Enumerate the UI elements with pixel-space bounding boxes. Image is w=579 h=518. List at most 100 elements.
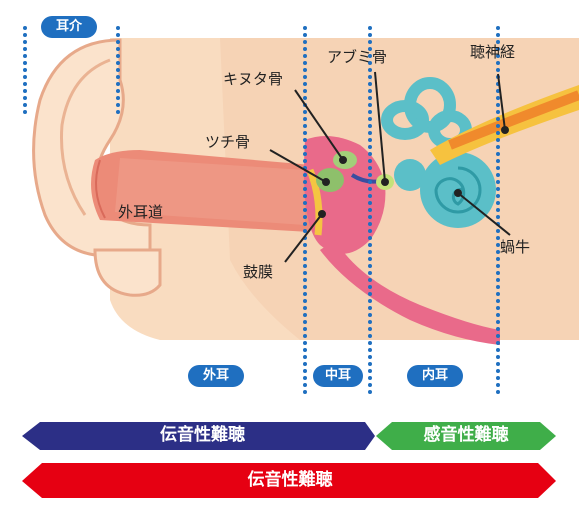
divider-dot (23, 26, 27, 30)
divider-dot (368, 40, 372, 44)
divider-dot (303, 250, 307, 254)
divider-dot (496, 68, 500, 72)
divider-dot (368, 124, 372, 128)
divider-dot (303, 320, 307, 324)
divider-dot (303, 180, 307, 184)
divider-dot (303, 327, 307, 331)
ear-canal-inner (115, 158, 305, 225)
divider-dot (303, 229, 307, 233)
divider-dot (496, 159, 500, 163)
divider-dot (116, 47, 120, 51)
divider-dot (496, 61, 500, 65)
label-auditory-nerve: 聴神経 (470, 43, 516, 61)
divider-dot (496, 180, 500, 184)
divider-dot (496, 376, 500, 380)
divider-dot (23, 33, 27, 37)
divider-dot (368, 208, 372, 212)
leader-stapes (374, 71, 386, 183)
divider-dot (116, 103, 120, 107)
divider-dot (303, 131, 307, 135)
divider-dot (496, 257, 500, 261)
divider-dot (303, 201, 307, 205)
label-malleus: ツチ骨 (205, 133, 251, 151)
divider-middle-right (368, 26, 372, 394)
divider-dot (368, 278, 372, 282)
divider-dot (368, 355, 372, 359)
divider-dot (303, 313, 307, 317)
divider-dot (368, 285, 372, 289)
pill-inner-ear: 内耳 (407, 365, 463, 387)
arrow-sensorineural-label: 感音性難聴 (423, 425, 509, 445)
divider-dot (368, 117, 372, 121)
divider-dot (368, 159, 372, 163)
divider-dot (303, 215, 307, 219)
divider-dot (368, 96, 372, 100)
divider-dot (496, 348, 500, 352)
divider-dot (368, 103, 372, 107)
divider-dot (303, 243, 307, 247)
leader-malleus (269, 149, 327, 183)
divider-dot (368, 250, 372, 254)
divider-dot (303, 383, 307, 387)
divider-dot (116, 82, 120, 86)
divider-dot (303, 376, 307, 380)
divider-dot (496, 40, 500, 44)
divider-dot (116, 89, 120, 93)
divider-dot (496, 145, 500, 149)
leader-lines (269, 71, 511, 263)
divider-dot (368, 26, 372, 30)
divider-dot (496, 208, 500, 212)
leader-stapes-dot (381, 178, 389, 186)
divider-dot (496, 320, 500, 324)
divider-dot (303, 82, 307, 86)
divider-dot (496, 173, 500, 177)
divider-dot (368, 68, 372, 72)
divider-dot (116, 54, 120, 58)
divider-dot (303, 355, 307, 359)
divider-dot (368, 131, 372, 135)
arrow-sensorineural (376, 422, 556, 450)
divider-inner-right (496, 26, 500, 394)
divider-middle-left (303, 26, 307, 394)
divider-dot (303, 208, 307, 212)
divider-dot (368, 376, 372, 380)
divider-dot (496, 131, 500, 135)
divider-dot (496, 306, 500, 310)
divider-dot (496, 243, 500, 247)
divider-dot (496, 390, 500, 394)
divider-dot (23, 110, 27, 114)
leader-cochlea (457, 192, 511, 236)
label-incus: キヌタ骨 (223, 70, 284, 88)
divider-dot (303, 278, 307, 282)
divider-dot (368, 236, 372, 240)
divider-dot (303, 159, 307, 163)
divider-dot (368, 320, 372, 324)
divider-dot (496, 26, 500, 30)
divider-dot (368, 145, 372, 149)
divider-dot (23, 61, 27, 65)
divider-dot (368, 306, 372, 310)
divider-dot (496, 47, 500, 51)
divider-dot (496, 341, 500, 345)
divider-dot (116, 61, 120, 65)
divider-dot (116, 40, 120, 44)
inner-skin-shade (220, 38, 579, 340)
divider-dot (23, 82, 27, 86)
earlobe-shape (93, 248, 162, 297)
divider-dot (303, 334, 307, 338)
divider-dot (368, 271, 372, 275)
divider-dot (303, 271, 307, 275)
divider-dot (496, 103, 500, 107)
label-eardrum: 鼓膜 (243, 263, 274, 281)
auricle-fold (60, 58, 111, 216)
divider-dot (496, 124, 500, 128)
middle-ear-cavity (304, 136, 386, 254)
leader-incus (294, 89, 344, 161)
divider-dot (303, 306, 307, 310)
divider-dot (496, 355, 500, 359)
leader-nerve-dot (501, 126, 509, 134)
divider-dot (368, 33, 372, 37)
divider-dot (303, 348, 307, 352)
label-stapes: アブミ骨 (327, 48, 388, 66)
